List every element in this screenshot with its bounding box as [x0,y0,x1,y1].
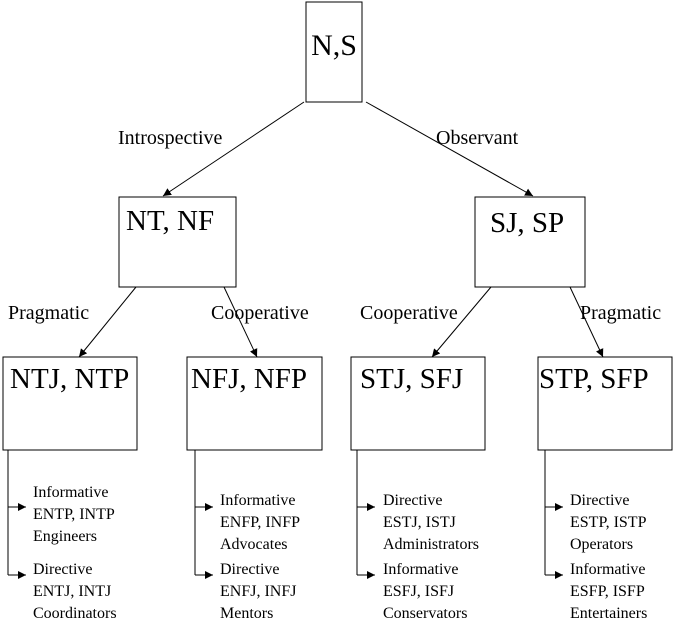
stp-sfp-box [537,356,673,451]
leaf-engineers-role: Informative [33,484,109,501]
sj-sp-label: SJ, SP [490,207,564,239]
root-node: N,S [305,1,363,103]
stj-sfj-label: STJ, SFJ [360,363,463,395]
edge-label-nt-nf-cooperative: Cooperative [211,302,309,324]
leaf-operators-types: ESTP, ISTP [570,514,647,531]
stp-sfp-label: STP, SFP [539,363,649,395]
node-nfj-nfp: NFJ, NFP [186,356,323,451]
edge-label-sj-sp-pragmatic: Pragmatic [580,302,661,324]
leaf-entertainers-role: Informative [570,561,646,578]
edge-label-introspective: Introspective [118,127,223,149]
leaf-mentors-name: Mentors [220,605,273,622]
edge-nt-nf-to-ntj-ntp [78,286,137,358]
edge-root-to-nt-nf [162,101,305,197]
leaf-engineers-name: Engineers [33,528,97,545]
leaf-advocates-role: Informative [220,492,296,509]
node-stj-sfj: STJ, SFJ [350,356,486,451]
leaves-stj-sfj: Directive ESTJ, ISTJ Administrators Info… [356,450,479,622]
leaf-advocates-types: ENFP, INFP [220,514,300,531]
leaf-advocates-name: Advocates [220,536,288,553]
leaf-operators-role: Directive [570,492,630,509]
root-label: N,S [311,29,357,62]
stj-sfj-box [350,356,486,451]
node-nt-nf: NT, NF [118,196,237,288]
edge-label-nt-nf-pragmatic: Pragmatic [8,302,89,324]
leaf-conservators-role: Informative [383,561,459,578]
node-sj-sp: SJ, SP [474,196,586,288]
edge-nt-nf-to-nfj-nfp [223,286,258,358]
ntj-ntp-label: NTJ, NTP [10,363,129,395]
leaf-coordinators-name: Coordinators [33,605,117,622]
leaf-administrators-types: ESTJ, ISTJ [383,514,456,531]
edge-label-observant: Observant [436,127,519,149]
leaves-nfj-nfp: Informative ENFP, INFP Advocates Directi… [194,450,300,622]
node-stp-sfp: STP, SFP [537,356,673,451]
leaf-mentors-role: Directive [220,561,280,578]
edge-label-sj-sp-cooperative: Cooperative [360,302,458,324]
leaf-conservators-types: ESFJ, ISFJ [383,583,454,600]
edge-sj-sp-to-stj-sfj [431,286,492,358]
edge-sj-sp-to-stp-sfp [569,286,604,358]
nfj-nfp-box [186,356,323,451]
nt-nf-box [118,196,237,288]
leaf-coordinators-types: ENTJ, INTJ [33,583,111,600]
edge-root-to-sj-sp [365,101,534,197]
nt-nf-label: NT, NF [126,205,214,237]
sj-sp-box [474,196,586,288]
ntj-ntp-box [2,356,138,451]
leaf-conservators-name: Conservators [383,605,467,622]
leaf-administrators-name: Administrators [383,536,479,553]
leaves-stp-sfp: Directive ESTP, ISTP Operators Informati… [544,450,647,622]
leaf-mentors-types: ENFJ, INFJ [220,583,296,600]
node-ntj-ntp: NTJ, NTP [2,356,138,451]
leaves-ntj-ntp: Informative ENTP, INTP Engineers Directi… [7,450,117,622]
leaf-entertainers-types: ESFP, ISFP [570,583,645,600]
leaf-engineers-types: ENTP, INTP [33,506,115,523]
leaf-operators-name: Operators [570,536,633,553]
nfj-nfp-label: NFJ, NFP [191,363,307,395]
leaf-coordinators-role: Directive [33,561,93,578]
leaf-entertainers-name: Entertainers [570,605,647,622]
leaf-administrators-role: Directive [383,492,443,509]
root-box [305,1,363,103]
